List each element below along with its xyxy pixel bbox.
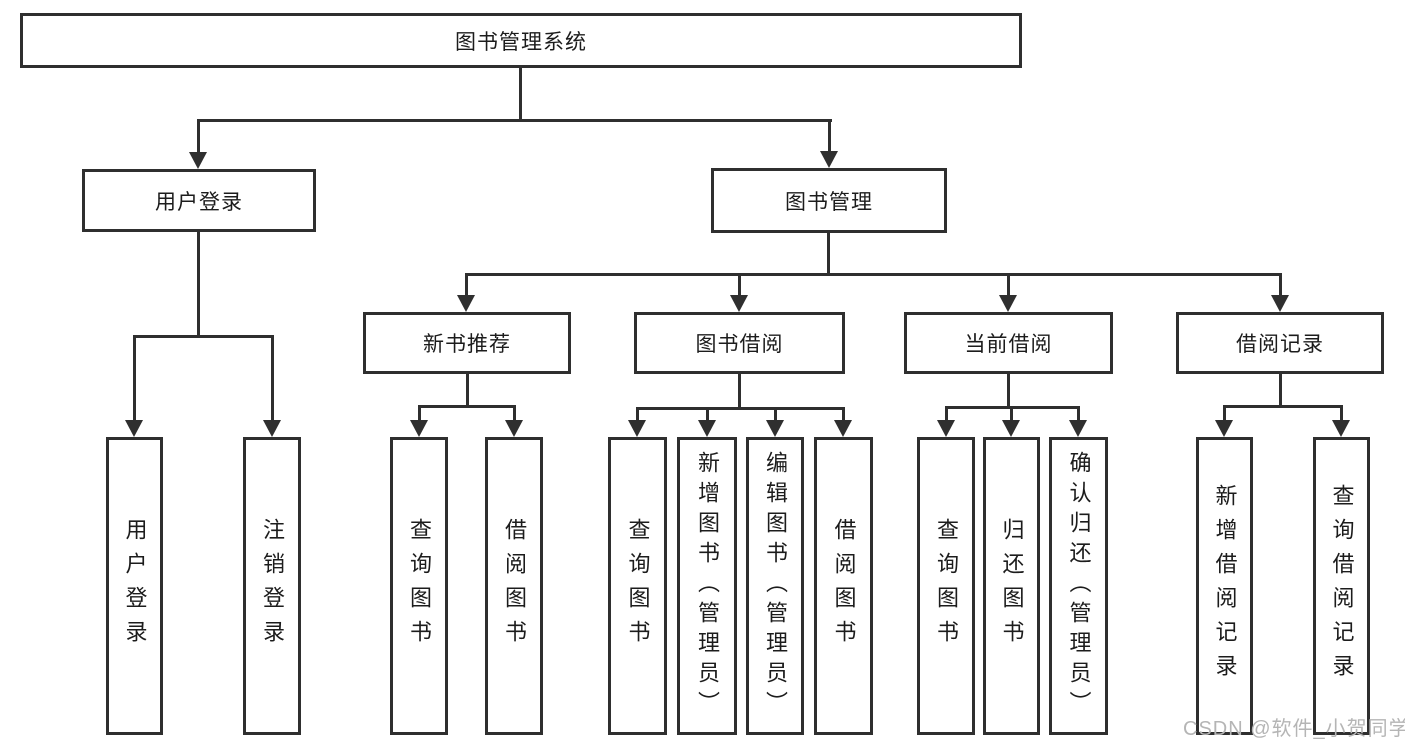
connector-vline xyxy=(466,374,469,408)
connector-vline xyxy=(842,407,845,422)
connector-arrowhead xyxy=(1069,420,1087,437)
connector-vline xyxy=(945,406,948,422)
leaf-query-borrow-record: 查询借阅记录 xyxy=(1313,437,1370,735)
leaf-confirm-return-admin: 确认归还（管理员） xyxy=(1049,437,1108,735)
node-new-book-recommend-label: 新书推荐 xyxy=(423,333,511,356)
connector-arrowhead xyxy=(457,295,475,312)
csdn-watermark: CSDN @软件_小贺同学 xyxy=(1183,718,1405,740)
connector-vline xyxy=(828,119,831,154)
connector-vline xyxy=(519,68,522,122)
connector-vline xyxy=(1010,406,1013,422)
connector-vline xyxy=(197,119,200,154)
connector-vline xyxy=(133,335,136,422)
connector-arrowhead xyxy=(999,295,1017,312)
node-root: 图书管理系统 xyxy=(20,13,1022,68)
leaf-add-borrow-record-label: 新增借阅记录 xyxy=(1212,484,1238,688)
leaf-add-borrow-record: 新增借阅记录 xyxy=(1196,437,1253,735)
connector-vline xyxy=(1279,374,1282,408)
leaf-return-book-label: 归还图书 xyxy=(999,518,1025,654)
connector-vline xyxy=(827,233,830,276)
connector-vline xyxy=(1279,273,1282,298)
node-book-borrow: 图书借阅 xyxy=(634,312,845,374)
leaf-edit-book-admin: 编辑图书（管理员） xyxy=(746,437,804,735)
connector-arrowhead xyxy=(1271,295,1289,312)
leaf-user-login: 用户登录 xyxy=(106,437,163,735)
node-borrow-records: 借阅记录 xyxy=(1176,312,1384,374)
leaf-query-books-borrow: 查询图书 xyxy=(608,437,667,735)
leaf-borrow-books-recommend-label: 借阅图书 xyxy=(502,518,527,654)
connector-vline xyxy=(1007,273,1010,298)
leaf-query-books-current-label: 查询图书 xyxy=(934,518,959,654)
connector-arrowhead xyxy=(189,152,207,169)
connector-vline xyxy=(636,407,639,422)
connector-vline xyxy=(418,405,421,422)
connector-arrowhead xyxy=(834,420,852,437)
leaf-user-login-label: 用户登录 xyxy=(122,518,148,654)
connector-vline xyxy=(513,405,516,422)
node-root-label: 图书管理系统 xyxy=(455,30,587,54)
connector-vline xyxy=(197,232,200,338)
leaf-add-book-admin: 新增图书（管理员） xyxy=(677,437,737,735)
node-user-login-label: 用户登录 xyxy=(155,190,243,214)
node-user-login: 用户登录 xyxy=(82,169,316,232)
connector-arrowhead xyxy=(410,420,428,437)
connector-vline xyxy=(738,374,741,410)
connector-arrowhead xyxy=(505,420,523,437)
connector-arrowhead xyxy=(1332,420,1350,437)
node-book-management: 图书管理 xyxy=(711,168,947,233)
leaf-query-books-recommend-label: 查询图书 xyxy=(407,518,432,654)
leaf-return-book: 归还图书 xyxy=(983,437,1040,735)
node-new-book-recommend: 新书推荐 xyxy=(363,312,571,374)
connector-hline xyxy=(418,405,516,408)
leaf-query-borrow-record-label: 查询借阅记录 xyxy=(1329,484,1355,688)
node-book-management-label: 图书管理 xyxy=(785,190,873,214)
leaf-query-books-recommend: 查询图书 xyxy=(390,437,448,735)
connector-arrowhead xyxy=(263,420,281,437)
leaf-logout: 注销登录 xyxy=(243,437,301,735)
connector-arrowhead xyxy=(766,420,784,437)
leaf-query-books-current: 查询图书 xyxy=(917,437,975,735)
node-current-borrow-label: 当前借阅 xyxy=(964,333,1053,356)
connector-arrowhead xyxy=(698,420,716,437)
connector-vline xyxy=(738,273,741,298)
node-book-borrow-label: 图书借阅 xyxy=(695,333,784,356)
connector-vline xyxy=(1223,405,1226,422)
leaf-add-book-admin-label: 新增图书（管理员） xyxy=(695,451,720,721)
connector-hline xyxy=(197,119,832,122)
connector-vline xyxy=(1007,374,1010,409)
connector-hline xyxy=(636,407,845,410)
connector-vline xyxy=(465,273,468,298)
leaf-query-books-borrow-label: 查询图书 xyxy=(625,518,651,654)
leaf-logout-label: 注销登录 xyxy=(260,518,285,654)
connector-arrowhead xyxy=(1002,420,1020,437)
connector-vline xyxy=(271,335,274,422)
connector-arrowhead xyxy=(628,420,646,437)
connector-vline xyxy=(706,407,709,422)
connector-arrowhead xyxy=(730,295,748,312)
leaf-borrow-books-recommend: 借阅图书 xyxy=(485,437,543,735)
connector-arrowhead xyxy=(937,420,955,437)
connector-hline xyxy=(465,273,1282,276)
leaf-borrow-books-borrow-label: 借阅图书 xyxy=(831,518,857,654)
leaf-borrow-books-borrow: 借阅图书 xyxy=(814,437,873,735)
connector-arrowhead xyxy=(820,151,838,168)
connector-arrowhead xyxy=(125,420,143,437)
connector-hline xyxy=(133,335,274,338)
leaf-edit-book-admin-label: 编辑图书（管理员） xyxy=(763,451,788,721)
node-current-borrow: 当前借阅 xyxy=(904,312,1113,374)
connector-vline xyxy=(774,407,777,422)
connector-arrowhead xyxy=(1215,420,1233,437)
leaf-confirm-return-admin-label: 确认归还（管理员） xyxy=(1066,451,1092,721)
connector-vline xyxy=(1077,406,1080,422)
connector-vline xyxy=(1340,405,1343,422)
connector-hline xyxy=(1223,405,1343,408)
node-borrow-records-label: 借阅记录 xyxy=(1236,333,1324,356)
